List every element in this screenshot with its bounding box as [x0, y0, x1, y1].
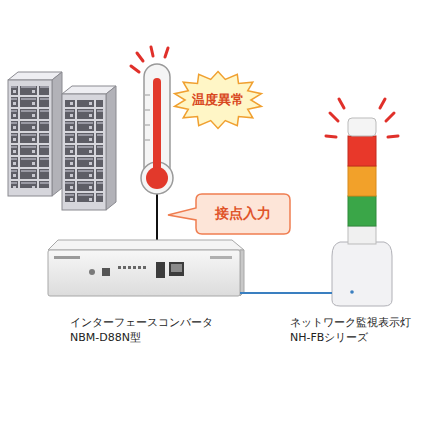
signal-tower — [348, 196, 376, 226]
thermometer — [145, 125, 150, 126]
interface-converter — [240, 250, 244, 296]
interface-converter — [138, 266, 141, 269]
interface-converter — [133, 266, 136, 269]
server-rack — [11, 86, 49, 188]
interface-converter — [156, 262, 165, 278]
server-rack — [52, 72, 62, 196]
alarm-burst-lines — [386, 113, 394, 121]
thermometer — [145, 95, 150, 96]
server-rack — [106, 86, 116, 210]
alarm-burst-lines — [131, 47, 168, 72]
interface-converter — [128, 266, 131, 269]
interface-converter — [171, 264, 182, 272]
device-caption: インターフェースコンバータ NBM-D88N型 — [70, 316, 242, 346]
interface-converter — [102, 268, 110, 276]
device-area: ネットワーク監視表示灯 NH-FBシリーズ — [332, 118, 394, 306]
interface-converter — [48, 240, 244, 296]
alarm-burst-lines — [131, 66, 139, 72]
text-holder: 接点入力 — [196, 194, 290, 234]
interface-converter — [118, 266, 121, 269]
callout-text: 接点入力 — [215, 205, 271, 223]
server-rack — [62, 94, 106, 210]
alarm-burst-lines — [165, 48, 168, 57]
signal-tower — [348, 136, 376, 166]
starburst-shape — [175, 72, 262, 129]
alarm-burst-lines — [326, 99, 398, 137]
signal-tower — [348, 118, 376, 136]
alarm-burst-lines — [151, 47, 153, 56]
interface-converter — [48, 250, 240, 296]
thermometer — [145, 110, 150, 111]
alarm-burst-lines — [380, 99, 385, 108]
alarm-burst-lines — [330, 113, 338, 121]
thermometer — [153, 78, 161, 178]
server-rack — [65, 100, 103, 202]
thermometer — [145, 95, 150, 140]
device-area: インターフェースコンバータ NBM-D88N型 — [48, 240, 240, 296]
interface-converter — [143, 266, 146, 269]
alert-burst: 温度異常 — [172, 70, 264, 130]
alarm-burst-lines — [339, 99, 344, 108]
interface-converter — [48, 240, 244, 250]
alarm-burst-lines — [388, 136, 398, 137]
server-rack — [8, 72, 62, 196]
device-caption: ネットワーク監視表示灯 NH-FBシリーズ — [290, 316, 428, 346]
thermometer — [146, 167, 168, 189]
callout-shape — [168, 194, 290, 234]
server-rack — [8, 80, 52, 196]
signal-tower — [350, 290, 354, 294]
interface-converter — [118, 266, 146, 269]
network-cable — [240, 292, 332, 294]
interface-converter — [54, 256, 80, 259]
interface-converter — [89, 269, 95, 275]
signal-tower — [348, 166, 376, 196]
callout-box: 接点入力 — [196, 194, 290, 234]
callout-text: 温度異常 — [192, 91, 244, 109]
alarm-burst-lines — [137, 53, 143, 61]
interface-converter — [210, 256, 232, 259]
alarm-burst-lines — [326, 136, 336, 137]
signal-tower — [348, 226, 376, 244]
signal-tower — [332, 242, 392, 306]
signal-tower — [332, 118, 392, 306]
text-holder: 温度異常 — [172, 70, 264, 130]
sensor-cable — [156, 194, 158, 244]
thermometer — [145, 140, 150, 141]
interface-converter — [169, 262, 184, 276]
thermometer — [144, 64, 170, 180]
interface-converter — [123, 266, 126, 269]
server-rack — [62, 86, 116, 210]
thermometer — [141, 64, 173, 194]
